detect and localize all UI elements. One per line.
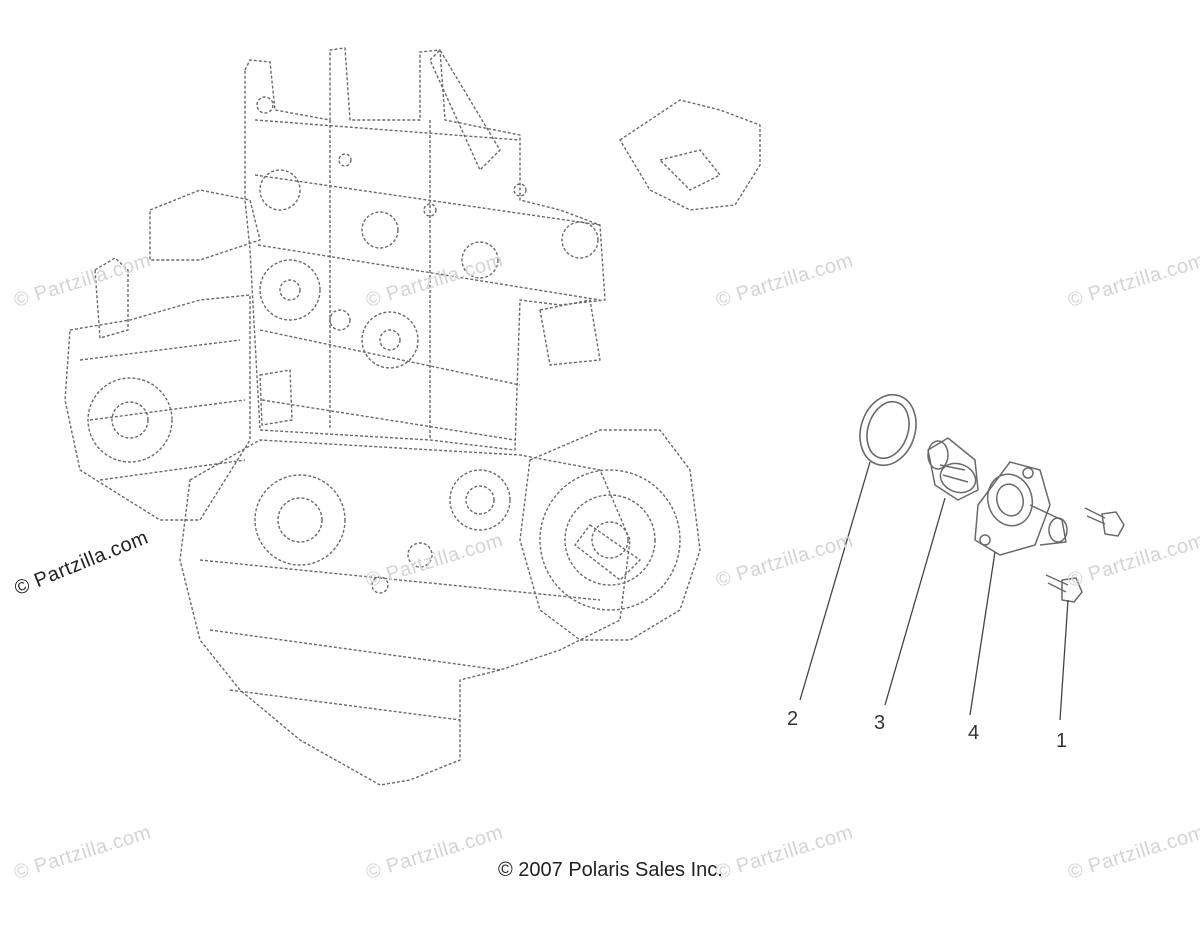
engine-assembly [64,47,761,786]
part-1-bolts [1045,507,1125,603]
part-3-thermostat [927,437,979,501]
part-4-housing [974,461,1068,556]
copyright-text: © 2007 Polaris Sales Inc. [498,859,723,881]
part-2-o-ring [859,393,917,467]
callout-4: 4 [968,722,980,744]
leader-lines [799,461,1069,721]
callout-2: 2 [787,708,799,730]
callout-3: 3 [874,712,886,734]
callout-1: 1 [1056,730,1068,752]
